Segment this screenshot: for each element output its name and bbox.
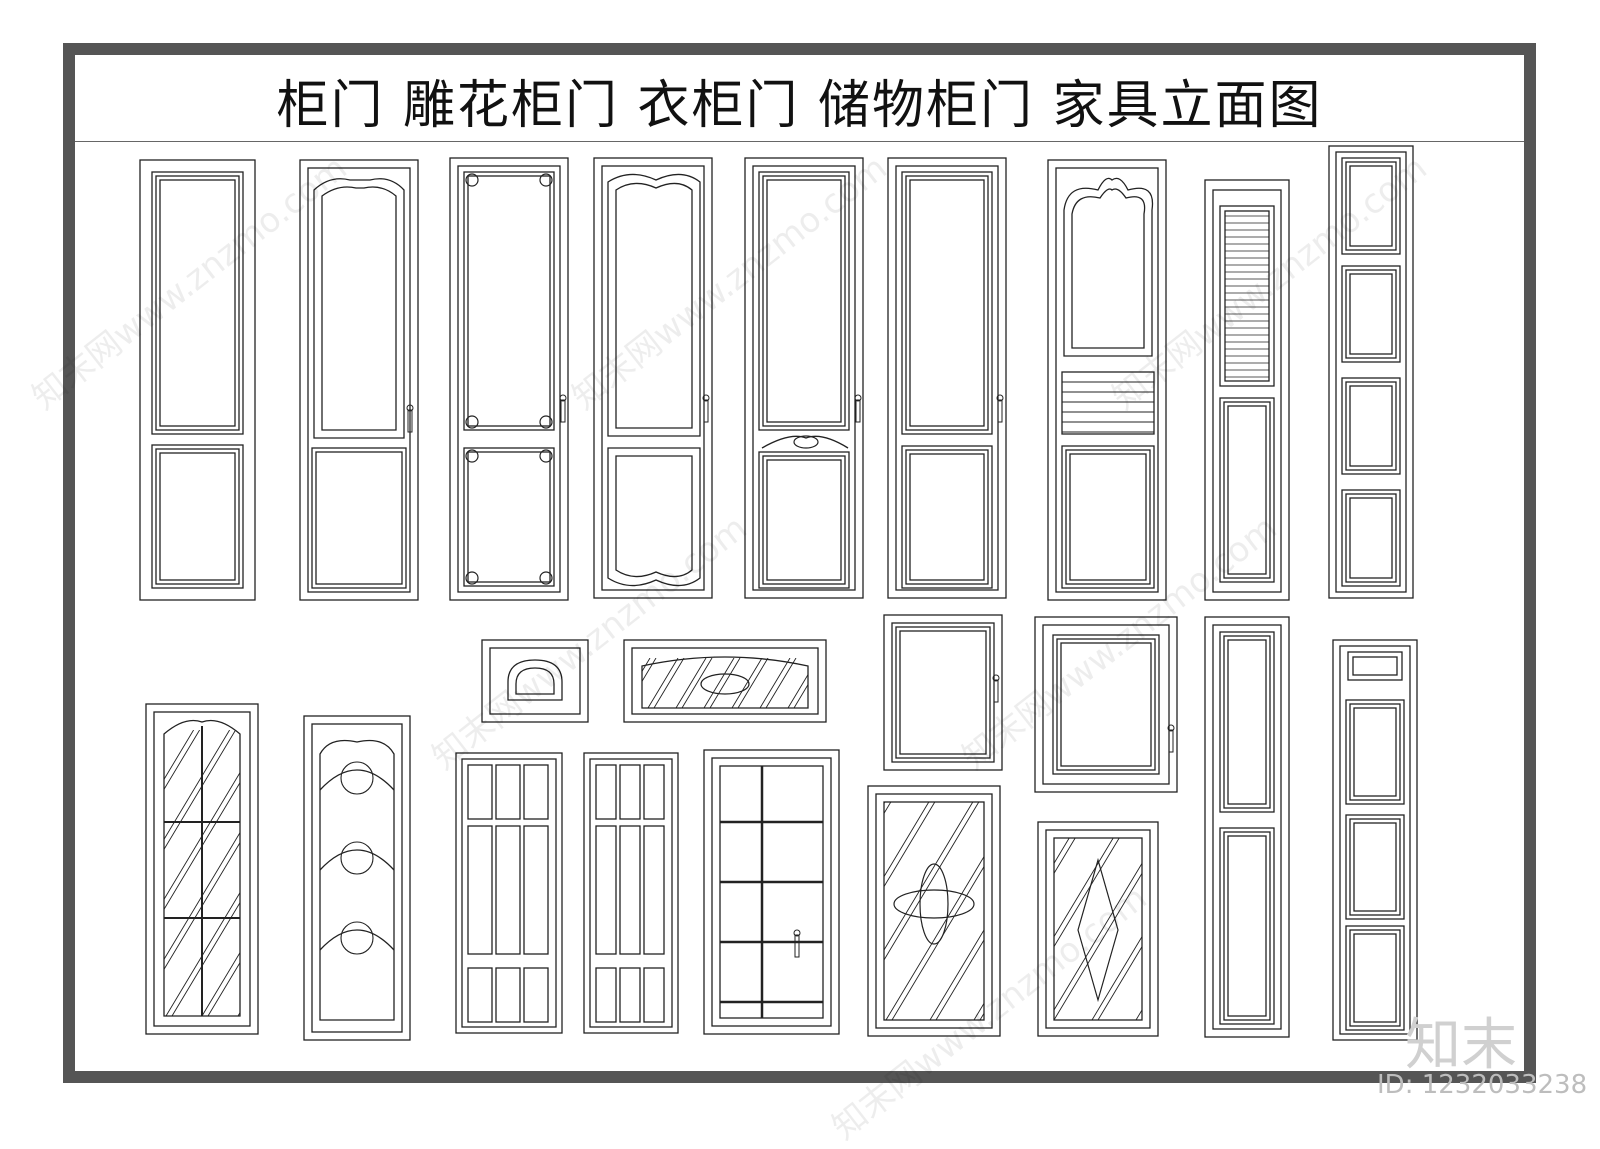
door-curved-panel xyxy=(593,157,713,599)
door-glass-mullion xyxy=(145,703,259,1035)
watermark-id: ID: 1232033238 xyxy=(1377,1070,1588,1100)
title-bar: 柜门 雕花柜门 衣柜门 储物柜门 家具立面图 xyxy=(75,55,1524,142)
door-arched-panel xyxy=(299,159,419,601)
door-leaded-flower xyxy=(867,785,1001,1037)
door-two-panel xyxy=(139,159,256,601)
door-four-panel xyxy=(1328,145,1414,599)
door-narrow-louver xyxy=(1204,179,1290,601)
door-arched-louver xyxy=(1047,159,1167,601)
door-glass-grid xyxy=(703,749,840,1035)
watermark-logo: 知末 xyxy=(1405,1013,1517,1078)
drawer-arched xyxy=(481,639,589,723)
door-five-panel xyxy=(1332,639,1418,1041)
door-panel-small xyxy=(1034,616,1178,793)
door-grid-dotted xyxy=(583,752,679,1034)
door-two-panel-b xyxy=(887,157,1007,599)
door-grid-nine xyxy=(455,752,563,1034)
door-narrow-two-panel xyxy=(1204,616,1290,1038)
door-carved-corners xyxy=(449,157,569,601)
door-leaded-diamond xyxy=(1037,821,1159,1037)
drawing-title: 柜门 雕花柜门 衣柜门 储物柜门 家具立面图 xyxy=(276,76,1323,136)
door-leaded-arched xyxy=(303,715,411,1041)
drawer-leaded-glass xyxy=(623,639,827,723)
door-elevations xyxy=(139,145,1418,1041)
drawing-frame: 柜门 雕花柜门 衣柜门 储物柜门 家具立面图 xyxy=(63,43,1536,1083)
door-carved-rail xyxy=(744,157,864,599)
door-glass-small xyxy=(883,614,1003,771)
